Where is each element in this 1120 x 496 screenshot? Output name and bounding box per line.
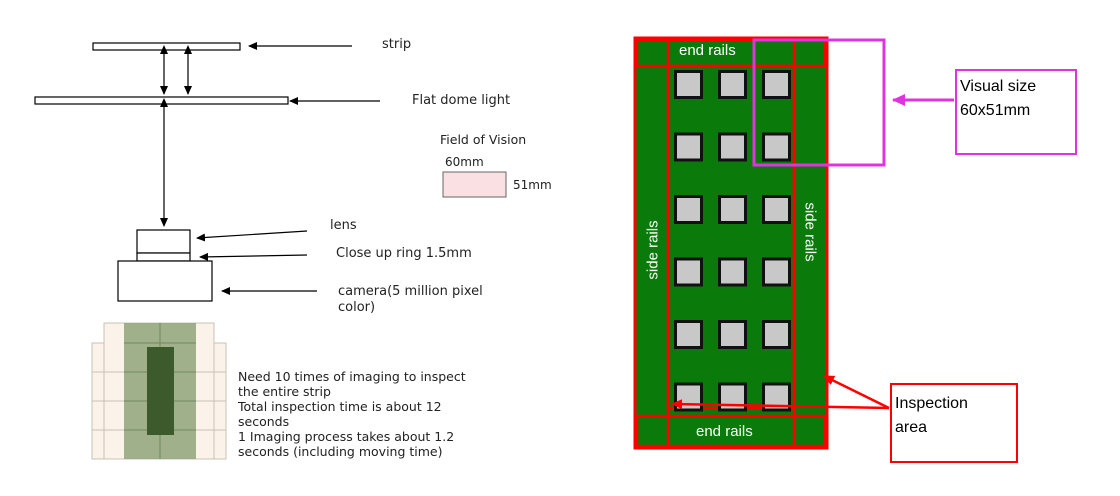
dome-light-label: Flat dome light (412, 93, 511, 108)
note-line: Total inspection time is about 12 (238, 399, 442, 414)
visual-size-callout-box (955, 69, 1077, 155)
inspection-arrow-left (671, 399, 890, 410)
camera-label-line2: color) (338, 300, 376, 315)
visual-size-line1: Visual size (960, 78, 1037, 95)
die-cell-face (765, 323, 788, 346)
lens-pointer-arrow (196, 230, 308, 242)
die-cell-face (721, 73, 744, 96)
inspection-arrow-right (823, 374, 890, 410)
die-cell-face (677, 73, 700, 96)
die-cell-face (677, 385, 700, 409)
lens-shape (136, 229, 191, 254)
die-cell-face (677, 323, 700, 346)
note-line: Need 10 times of imaging to inspect (238, 369, 466, 384)
note-line: seconds (238, 414, 290, 429)
die-cell-face (721, 260, 744, 284)
end-rails-bottom-label: end rails (696, 423, 753, 440)
dome-light-bar (34, 96, 289, 105)
die-cell-face (765, 135, 788, 159)
side-rails-left-label: side rails (644, 220, 662, 280)
strip-label: strip (382, 37, 412, 52)
die-cell-face (677, 260, 700, 284)
camera-label-line1: camera(5 million pixel (338, 284, 483, 299)
camera-shape (117, 260, 213, 302)
inspection-line2: area (895, 419, 928, 436)
imaging-notes: Need 10 times of imaging to inspect the … (238, 369, 608, 459)
ring-pointer-arrow (199, 252, 308, 261)
inspection-line1: Inspection (895, 395, 968, 412)
die-cell-face (765, 73, 788, 96)
side-rails-right-label: side rails (801, 202, 819, 262)
bottom-end-rail-box (635, 414, 827, 448)
ring-label: Close up ring 1.5mm (336, 246, 472, 261)
die-cell-face (721, 198, 744, 221)
fov-title: Field of Vision (440, 132, 527, 147)
visual-size-line2: 60x51mm (960, 102, 1031, 119)
fov-width-label: 60mm (445, 155, 484, 169)
die-cell-face (721, 323, 744, 346)
inspection-callout: Inspection area (895, 392, 968, 440)
fov-height-label: 51mm (513, 178, 552, 192)
die-cell-face (765, 260, 788, 284)
inspection-callout-box (890, 383, 1018, 463)
close-up-ring-shape (136, 252, 191, 262)
die-cell-face (677, 198, 700, 221)
visual-size-box (752, 38, 886, 167)
visual-size-callout: Visual size 60x51mm (960, 75, 1036, 123)
imaging-tiles-illustration (91, 322, 227, 460)
lens-label: lens (330, 218, 357, 233)
strip-bar (92, 42, 241, 51)
die-cell-face (765, 385, 788, 409)
note-line: the entire strip (238, 384, 331, 399)
die-cell-face (677, 135, 700, 159)
die-cell-face (721, 135, 744, 159)
fov-rectangle (442, 171, 507, 198)
note-line: 1 Imaging process takes about 1.2 (238, 429, 455, 444)
die-cell-face (721, 385, 744, 409)
camera-label: camera(5 million pixel color) (338, 284, 483, 316)
note-line: seconds (including moving time) (238, 444, 443, 459)
die-cell-face (765, 198, 788, 221)
end-rails-top-label: end rails (679, 42, 736, 59)
